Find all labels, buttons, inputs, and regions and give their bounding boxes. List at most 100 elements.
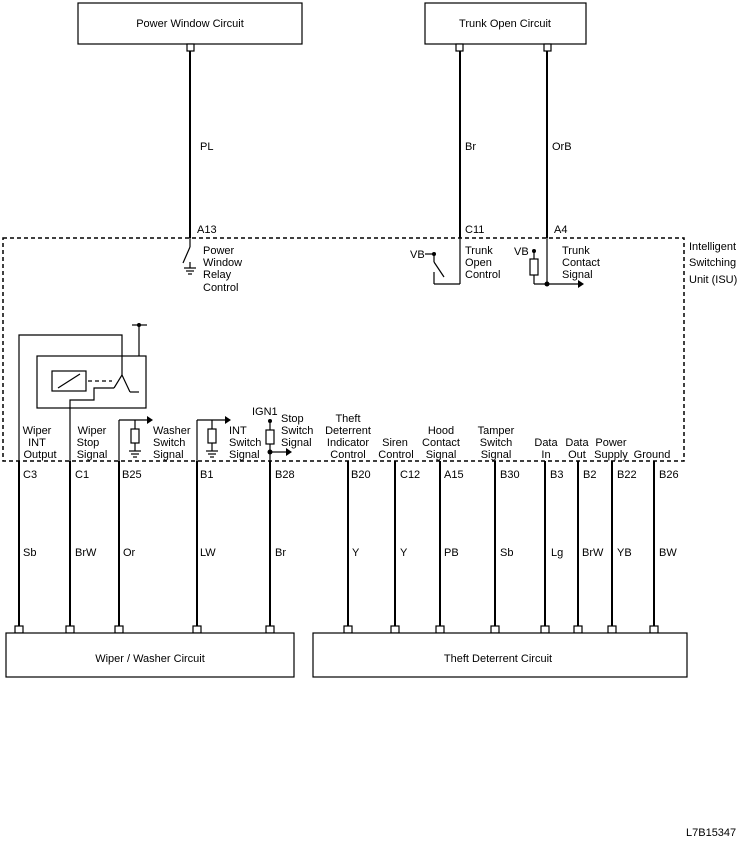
svg-text:YB: YB — [617, 547, 632, 559]
svg-text:Contact: Contact — [562, 257, 600, 269]
svg-text:Trunk: Trunk — [562, 245, 590, 257]
bottom-wire-a15: A15 PB — [435, 461, 464, 634]
power-window-switch: Power Window Relay Control — [182, 238, 242, 294]
bottom-wire-b25: B25 Or — [114, 461, 142, 634]
svg-text:C1: C1 — [75, 469, 89, 481]
svg-text:Switch: Switch — [281, 425, 313, 437]
svg-text:Wiper: Wiper — [23, 425, 52, 437]
svg-text:VB: VB — [410, 249, 425, 261]
svg-text:B28: B28 — [275, 469, 295, 481]
svg-text:Sb: Sb — [23, 547, 36, 559]
svg-text:Theft Deterrent Circuit: Theft Deterrent Circuit — [444, 653, 552, 665]
svg-text:B2: B2 — [583, 469, 596, 481]
svg-text:Intelligent: Intelligent — [689, 241, 736, 253]
svg-text:Control: Control — [203, 282, 238, 294]
svg-text:A4: A4 — [554, 224, 567, 236]
svg-text:Or: Or — [123, 547, 136, 559]
bottom-wire-b28: B28 Br — [265, 461, 295, 634]
svg-text:BrW: BrW — [75, 547, 97, 559]
svg-text:Signal: Signal — [281, 437, 312, 449]
svg-text:Control: Control — [330, 449, 365, 461]
wire-orb: OrB A4 — [546, 51, 572, 238]
svg-text:Signal: Signal — [426, 449, 457, 461]
wire-br-top: Br C11 — [459, 51, 484, 238]
svg-text:Data: Data — [534, 437, 558, 449]
svg-text:LW: LW — [200, 547, 216, 559]
svg-text:Data: Data — [565, 437, 589, 449]
isu-boundary — [2, 237, 685, 462]
svg-text:Hood: Hood — [428, 425, 454, 437]
figure-id: L7B15347 — [686, 827, 736, 839]
bottom-wire-c12: C12 Y — [390, 461, 420, 634]
svg-text:B26: B26 — [659, 469, 679, 481]
isu-label: Intelligent Switching Unit (ISU) — [689, 241, 737, 286]
bottom-wire-b26: B26 BW — [649, 461, 679, 634]
svg-text:INT: INT — [229, 425, 247, 437]
wiper-washer-circuit-box: Wiper / Washer Circuit — [5, 632, 295, 678]
svg-text:PB: PB — [444, 547, 459, 559]
trunk-open-switch: VB Trunk Open Control — [410, 238, 500, 285]
bottom-wire-b2: B2 BrW — [573, 461, 604, 634]
svg-text:Signal: Signal — [481, 449, 512, 461]
trunk-open-circuit-box: Trunk Open Circuit — [424, 2, 587, 52]
svg-text:Theft: Theft — [335, 413, 360, 425]
svg-text:OrB: OrB — [552, 141, 572, 153]
svg-text:Control: Control — [465, 269, 500, 281]
svg-text:Out: Out — [568, 449, 586, 461]
svg-text:Contact: Contact — [422, 437, 460, 449]
svg-text:Power Window Circuit: Power Window Circuit — [136, 18, 244, 30]
svg-text:Switch: Switch — [480, 437, 512, 449]
svg-text:Signal: Signal — [229, 449, 260, 461]
function-labels: Wiper INT Output Wiper Stop Signal Washe… — [23, 413, 671, 461]
svg-text:C3: C3 — [23, 469, 37, 481]
svg-text:B22: B22 — [617, 469, 637, 481]
svg-text:Trunk: Trunk — [465, 245, 493, 257]
svg-text:PL: PL — [200, 141, 213, 153]
svg-text:B3: B3 — [550, 469, 563, 481]
theft-deterrent-circuit-box: Theft Deterrent Circuit — [312, 632, 688, 678]
svg-text:Power: Power — [203, 245, 235, 257]
bottom-wire-b30: B30 Sb — [490, 461, 520, 634]
svg-text:B20: B20 — [351, 469, 371, 481]
svg-text:Y: Y — [352, 547, 360, 559]
svg-text:Wiper / Washer Circuit: Wiper / Washer Circuit — [95, 653, 205, 665]
svg-text:Br: Br — [465, 141, 476, 153]
svg-text:Window: Window — [203, 257, 242, 269]
bottom-wire-b22: B22 YB — [607, 461, 637, 634]
svg-text:Siren: Siren — [382, 437, 408, 449]
wiper-int-relay — [18, 323, 147, 461]
stop-switch-input: IGN1 — [252, 406, 292, 461]
svg-text:C11: C11 — [465, 224, 484, 236]
svg-text:Signal: Signal — [562, 269, 593, 281]
bottom-wire-b1: B1 LW — [192, 461, 216, 634]
svg-text:Switch: Switch — [153, 437, 185, 449]
svg-text:Washer: Washer — [153, 425, 191, 437]
svg-text:Tamper: Tamper — [478, 425, 515, 437]
svg-text:Switch: Switch — [229, 437, 261, 449]
svg-text:BW: BW — [659, 547, 677, 559]
svg-text:Stop: Stop — [77, 437, 100, 449]
svg-text:Signal: Signal — [77, 449, 108, 461]
svg-text:Ground: Ground — [634, 449, 671, 461]
svg-text:BrW: BrW — [582, 547, 604, 559]
svg-text:Br: Br — [275, 547, 286, 559]
svg-text:Lg: Lg — [551, 547, 563, 559]
svg-text:IGN1: IGN1 — [252, 406, 278, 418]
svg-text:Relay: Relay — [203, 269, 232, 281]
bottom-wire-b3: B3 Lg — [540, 461, 563, 634]
bottom-wire-c3: C3 Sb — [14, 461, 37, 634]
int-switch-input — [196, 416, 231, 461]
svg-text:VB: VB — [514, 246, 529, 258]
svg-text:B30: B30 — [500, 469, 520, 481]
svg-text:Supply: Supply — [594, 449, 628, 461]
trunk-contact-input: VB Trunk Contact Signal — [514, 238, 600, 288]
bottom-wire-c1: C1 BrW — [65, 461, 97, 634]
svg-text:In: In — [541, 449, 550, 461]
svg-text:B1: B1 — [200, 469, 213, 481]
svg-text:Y: Y — [400, 547, 408, 559]
svg-text:Switching: Switching — [689, 257, 736, 269]
washer-switch-input — [118, 416, 153, 461]
svg-text:Open: Open — [465, 257, 492, 269]
power-window-circuit-box: Power Window Circuit — [77, 2, 303, 52]
